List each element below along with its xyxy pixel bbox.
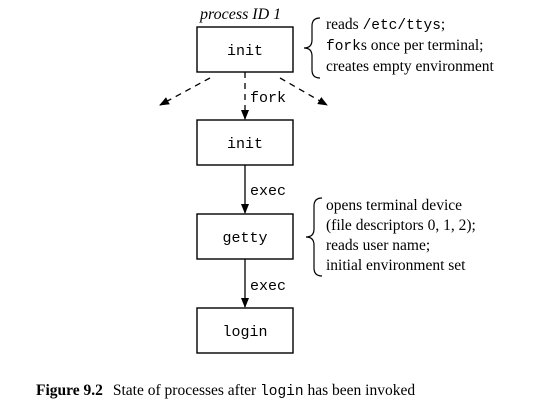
init-note-line-1: reads /etc/ttys; [326, 16, 446, 34]
getty-label: getty [222, 230, 267, 247]
init-top-label: init [227, 43, 263, 60]
getty-note-line-1: opens terminal device [326, 197, 463, 214]
caption-text-before: State of processes after [112, 382, 261, 399]
caption-text-after: has been invoked [303, 382, 416, 399]
fork-edge-label: fork [250, 90, 286, 107]
init-note-brace [303, 17, 321, 79]
fork-arrow-right [279, 77, 328, 106]
init-top-box [196, 26, 294, 73]
figure-caption: Figure 9.2 State of processes after login… [36, 382, 415, 400]
login-label: login [222, 324, 267, 341]
fork-arrow-left [159, 77, 211, 106]
getty-note-line-2: (file descriptors 0, 1, 2); [326, 217, 476, 234]
exec-edge-label-1: exec [250, 183, 286, 200]
figure-number: Figure 9.2 [36, 382, 103, 399]
init-note-line-3: creates empty environment [326, 58, 494, 75]
init-note: reads /etc/ttys; forks once per terminal… [326, 15, 494, 77]
caption-code: login [260, 384, 304, 400]
getty-note-line-3: reads user name; [326, 237, 431, 254]
login-box [196, 307, 294, 354]
getty-note-brace [305, 197, 323, 277]
init-child-box [196, 119, 294, 166]
init-child-label: init [227, 136, 263, 153]
exec-edge-label-2: exec [250, 278, 286, 295]
getty-note: opens terminal device (file descriptors … [326, 196, 476, 276]
init-note-line-2: forks once per terminal; [326, 37, 484, 55]
getty-note-line-4: initial environment set [326, 257, 466, 274]
process-id-label: process ID 1 [200, 6, 282, 23]
